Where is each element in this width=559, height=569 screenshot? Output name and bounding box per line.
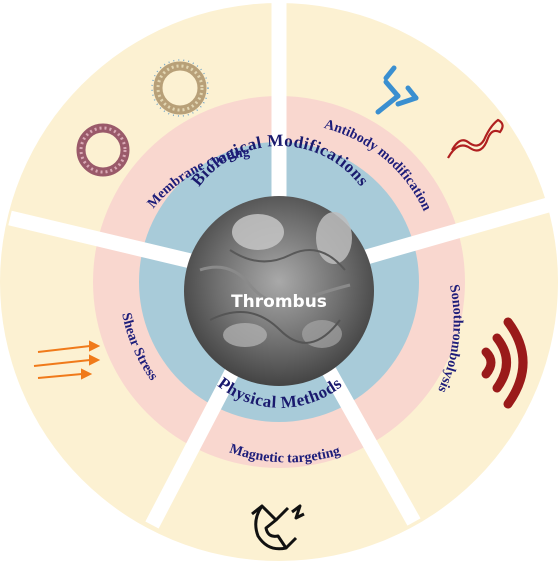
thrombus-image — [184, 196, 374, 386]
center-label: Thrombus — [231, 292, 327, 312]
antibody-icon — [375, 65, 419, 115]
sound-wave-icon — [481, 317, 528, 409]
flow-arrows-icon — [33, 340, 101, 380]
membrane-vesicle-icon — [76, 59, 209, 177]
magnet-icon — [251, 504, 305, 551]
peptide-chain-icon — [447, 118, 504, 159]
